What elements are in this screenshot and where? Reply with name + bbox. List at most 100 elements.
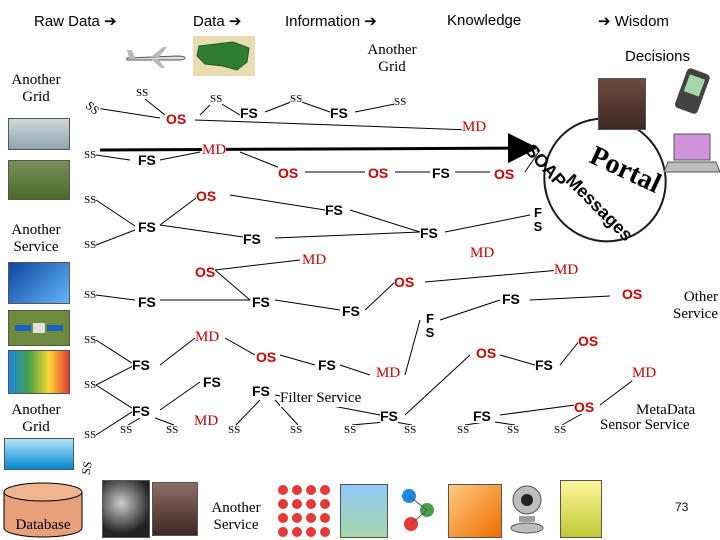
fs-node: FS (325, 202, 343, 218)
os-node: OS (166, 111, 187, 127)
os-node: OS (195, 264, 216, 280)
md-node: MD (194, 413, 219, 429)
fs-node: FS (240, 105, 258, 121)
fs-node: FS (473, 408, 491, 424)
fs-node: FS (243, 231, 261, 247)
fs-node: F S (424, 311, 436, 341)
os-node: OS (256, 349, 277, 365)
ss-node: SS (84, 334, 97, 346)
fs-node: FS (132, 357, 150, 373)
webcam-icon (510, 485, 544, 534)
telescope-icon (152, 482, 198, 536)
fs-node: FS (420, 225, 438, 241)
laptop-icon (664, 133, 720, 173)
ss-node: SS (290, 93, 303, 105)
database-label: Database (15, 517, 71, 533)
ss-node: SS (84, 149, 97, 161)
page-number: 73 (675, 500, 689, 514)
ss-node: SS (228, 424, 241, 436)
fs-node: F S (532, 205, 544, 235)
os-node: OS (574, 399, 595, 415)
md-node: MD (202, 142, 227, 158)
person-icon (598, 78, 646, 130)
ss-node: SS (290, 424, 303, 436)
antenna-icon (340, 484, 388, 538)
fs-node: FS (380, 408, 398, 424)
os-node: OS (622, 286, 643, 302)
fs-node: FS (138, 152, 156, 168)
data-heading: Data ➔ (193, 13, 242, 30)
grid-array-icon (278, 485, 330, 537)
md-node: MD (554, 262, 579, 278)
another-service-bottom-label: Another Service (211, 500, 261, 533)
database-icon (3, 482, 83, 538)
board-icon (4, 438, 74, 470)
os-node: OS (476, 345, 497, 361)
circuit-icon (8, 262, 70, 304)
fs-node: FS (318, 357, 336, 373)
filter-service-label: Filter Service (280, 390, 362, 407)
ss-node: SS (84, 289, 97, 301)
ss-node: SS (166, 424, 179, 436)
phone-icon (8, 118, 70, 150)
ss-node: SS (120, 424, 133, 436)
airplane-icon (126, 47, 186, 68)
ss-node: SS (554, 424, 567, 436)
ss-node: SS (84, 429, 97, 441)
ss-node: SS (507, 424, 520, 436)
satellite-icon (8, 310, 70, 346)
md-node: MD (195, 329, 220, 345)
metadata-label: MetaData (636, 402, 696, 418)
ss-node: SS (78, 460, 95, 476)
os-node: OS (278, 165, 299, 181)
information-heading: Information ➔ (285, 13, 377, 30)
md-node: MD (632, 365, 657, 381)
fs-node: FS (138, 219, 156, 235)
ss-node: SS (84, 194, 97, 206)
ss-node: SS (394, 96, 407, 108)
ss-node: SS (136, 87, 149, 99)
right-arrow-icon: ➔ (104, 13, 117, 30)
os-node: OS (196, 188, 217, 204)
ss-node: SS (404, 424, 417, 436)
fs-node: FS (330, 105, 348, 121)
os-node: OS (578, 333, 599, 349)
fs-node: FS (535, 357, 553, 373)
fs-node: FS (252, 294, 270, 310)
ss-node: SS (457, 424, 470, 436)
right-arrow-icon: ➔ (228, 13, 242, 30)
ss-node: SS (344, 424, 357, 436)
md-node: MD (376, 365, 401, 381)
md-node: MD (302, 252, 327, 268)
os-node: OS (494, 166, 515, 182)
fs-node: FS (252, 383, 270, 399)
server-icon (560, 480, 602, 538)
raw-data-heading: Raw Data ➔ (34, 13, 117, 30)
rainbow-map-icon (8, 350, 70, 394)
fs-node: FS (342, 303, 360, 319)
usa-map-icon (193, 36, 255, 76)
md-node: MD (462, 119, 487, 135)
fs-node: FS (203, 374, 221, 390)
another-service-left-label: Another Service (11, 222, 61, 255)
sensor-field-icon (8, 160, 70, 200)
fs-node: FS (432, 165, 450, 181)
another-grid-bottom-label: Another Grid (11, 402, 61, 435)
os-node: OS (394, 274, 415, 290)
right-arrow-icon: ➔ (364, 13, 377, 30)
other-service-label: Other Service (673, 289, 718, 322)
another-grid-left-label: Another Grid (11, 72, 61, 105)
moon-icon (102, 480, 150, 538)
pda-icon (675, 68, 710, 114)
ss-node: SS (210, 93, 223, 105)
os-node: OS (368, 165, 389, 181)
people-icon (448, 484, 502, 538)
ss-node: SS (84, 379, 97, 391)
knowledge-heading: Knowledge (447, 12, 522, 29)
fs-node: FS (502, 291, 520, 307)
another-grid-top-label: Another Grid (367, 42, 417, 75)
wisdom-heading: ➔ Wisdom (598, 13, 669, 30)
decisions-heading: Decisions (625, 48, 691, 65)
molecule-icon (402, 489, 434, 531)
md-node: MD (470, 245, 495, 261)
